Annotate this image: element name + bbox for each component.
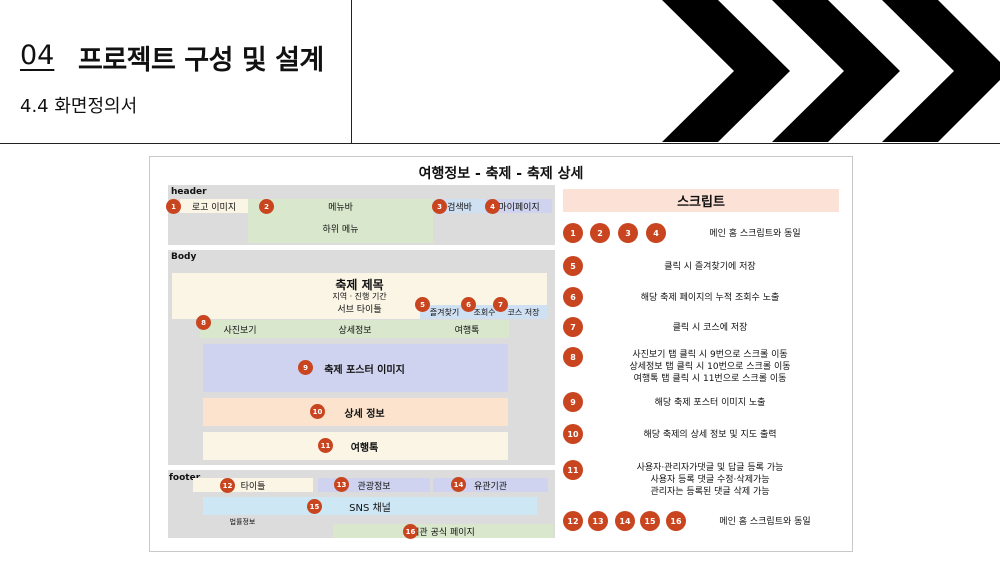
footer-label: footer — [169, 473, 201, 483]
script-badge-3: 3 — [618, 223, 638, 243]
slide-subtitle: 4.4 화면정의서 — [20, 96, 138, 117]
script-badge-13: 13 — [588, 511, 608, 531]
script-badge-14: 14 — [615, 511, 635, 531]
detail-info-section: 상세 정보 — [203, 398, 508, 426]
footer-title: 타이틀 — [193, 478, 313, 492]
script-badge-6: 6 — [563, 287, 583, 307]
script-badge-15: 15 — [640, 511, 660, 531]
chevron-1 — [662, 0, 790, 142]
script-desc-5: 클릭 시 즐겨찾기에 저장 — [664, 262, 756, 272]
submenu[interactable]: 하위 메뉴 — [248, 213, 433, 243]
script-badge-7: 7 — [563, 317, 583, 337]
course-save-button[interactable]: 코스 저장 — [500, 305, 547, 319]
footer-sns-channel[interactable]: SNS 채널 — [203, 497, 537, 515]
script-header: 스크립트 — [563, 189, 839, 212]
section-title: 프로젝트 구성 및 설계 — [78, 45, 324, 76]
badge-8: 8 — [196, 315, 211, 330]
chevron-arrows-icon — [662, 0, 1000, 142]
footer-official-page[interactable]: 기관 공식 페이지 — [333, 524, 553, 538]
script-desc-10: 해당 축제의 상세 정보 및 지도 출력 — [643, 430, 777, 440]
script-badge-2: 2 — [590, 223, 610, 243]
top-divider-horizontal — [0, 143, 1000, 144]
panel-title: 여행정보 - 축제 - 축제 상세 — [418, 166, 584, 182]
badge-9: 9 — [298, 360, 313, 375]
chevron-3 — [882, 0, 1000, 142]
menubar[interactable]: 메뉴바 — [248, 199, 433, 213]
badge-16: 16 — [403, 524, 418, 539]
poster-image-label: 축제 포스터 이미지 — [324, 364, 405, 376]
badge-2: 2 — [259, 199, 274, 214]
badge-5: 5 — [415, 297, 430, 312]
script-desc-9: 해당 축제 포스터 이미지 노출 — [654, 398, 766, 408]
script-desc-6: 해당 축제 페이지의 누적 조회수 노출 — [640, 293, 780, 303]
script-badge-16: 16 — [666, 511, 686, 531]
script-desc-7: 클릭 시 코스에 저장 — [672, 323, 748, 333]
region-period: 지역 · 진행 기간 — [332, 292, 387, 301]
badge-15: 15 — [307, 499, 322, 514]
mypage-button[interactable]: 마이페이지 — [486, 199, 552, 213]
badge-12: 12 — [220, 478, 235, 493]
view-count: 조회수 — [469, 305, 500, 319]
script-badge-5: 5 — [563, 256, 583, 276]
travel-talk-section: 여행톡 — [203, 432, 508, 460]
script-desc-12-16: 메인 홈 스크립트와 동일 — [719, 517, 811, 527]
script-badge-1: 1 — [563, 223, 583, 243]
logo-placeholder[interactable]: 로고 이미지 — [180, 199, 248, 213]
detail-info-label: 상세 정보 — [344, 408, 385, 420]
script-badge-11: 11 — [563, 460, 583, 480]
tab-travel-talk[interactable]: 여행톡 — [454, 325, 480, 336]
body-label: Body — [171, 252, 197, 262]
tab-detail[interactable]: 상세정보 — [338, 325, 372, 336]
header-label: header — [171, 187, 207, 197]
script-badge-9: 9 — [563, 392, 583, 412]
badge-3: 3 — [432, 199, 447, 214]
favorite-button[interactable]: 즐겨찾기 — [420, 305, 469, 319]
chevron-2 — [772, 0, 900, 142]
badge-14: 14 — [451, 477, 466, 492]
script-badge-4: 4 — [646, 223, 666, 243]
section-number: 04 — [20, 40, 55, 71]
script-desc-8: 사진보기 탭 클릭 시 9번으로 스크롤 이동 상세정보 탭 클릭 시 10번으… — [629, 350, 791, 384]
badge-6: 6 — [461, 297, 476, 312]
badge-4: 4 — [485, 199, 500, 214]
badge-11: 11 — [318, 438, 333, 453]
festival-subtitle: 서브 타이틀 — [337, 305, 382, 315]
badge-10: 10 — [310, 404, 325, 419]
script-desc-11: 사용자·관리자가댓글 및 답글 등록 가능 사용자 등록 댓글 수정·삭제가능 … — [636, 463, 784, 497]
script-badge-10: 10 — [563, 424, 583, 444]
script-badge-12: 12 — [563, 511, 583, 531]
script-badge-8: 8 — [563, 347, 583, 367]
travel-talk-label: 여행톡 — [350, 442, 379, 454]
poster-image: 축제 포스터 이미지 — [203, 344, 508, 392]
badge-1: 1 — [166, 199, 181, 214]
tab-photos[interactable]: 사진보기 — [223, 325, 257, 336]
badge-7: 7 — [493, 297, 508, 312]
badge-13: 13 — [334, 477, 349, 492]
script-desc-1: 메인 홈 스크립트와 동일 — [709, 229, 801, 239]
tab-bar — [200, 320, 509, 338]
festival-title: 축제 제목 — [335, 278, 384, 292]
top-divider-vertical — [351, 0, 352, 143]
footer-legal-info[interactable]: 법률정보 — [229, 518, 256, 526]
